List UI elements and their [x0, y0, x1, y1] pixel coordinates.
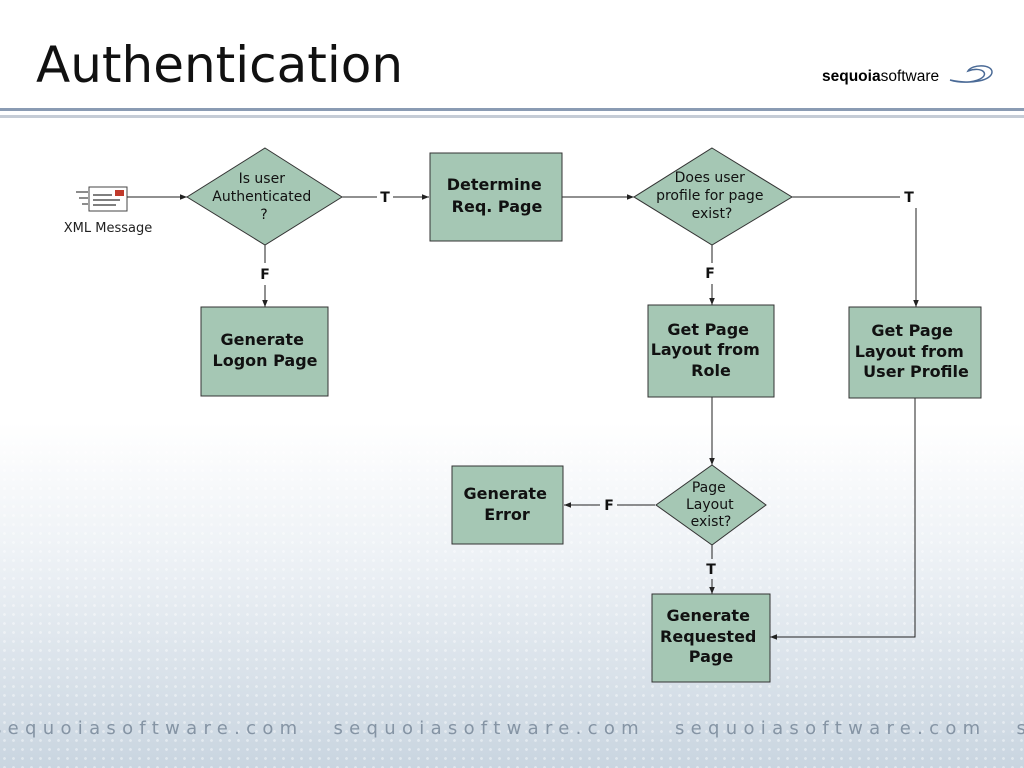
- box-layout-from-role-label: Get Page Layout from Role: [651, 320, 766, 380]
- xml-message-label: XML Message: [64, 221, 152, 236]
- decision-layout-exists-label: Page Layout exist?: [686, 480, 738, 530]
- box-generate-logon: [200, 306, 329, 397]
- decision-profile-exists-label: Does user profile for page exist?: [656, 170, 768, 222]
- box-determine-page: [429, 152, 563, 242]
- decision-layout-exists: [655, 464, 767, 546]
- edge-label-layout-true: T: [706, 562, 716, 578]
- logo-sub-text: software: [881, 68, 940, 85]
- footer-watermark: sequoiasoftware.com sequoiasoftware.com se…: [0, 718, 1024, 748]
- logo-brand-text: sequoia: [822, 68, 881, 85]
- decision-profile-exists: [633, 147, 793, 246]
- box-generate-error-label: Generate Error: [464, 484, 553, 524]
- header-rule: [0, 108, 1024, 111]
- box-layout-from-profile-label: Get Page Layout from User Profile: [855, 321, 970, 381]
- box-determine-page-label: Determine Req. Page: [447, 175, 548, 216]
- box-generate-error: [451, 465, 564, 545]
- edge-label-layout-false: F: [604, 498, 614, 514]
- box-generate-requested-label: Generate Requested Page: [660, 606, 762, 666]
- slide-title: Authentication: [36, 36, 404, 94]
- footer-watermark-text: sequoiasoftware.com: [1017, 718, 1024, 739]
- svg-text:sequoiasoftware: sequoiasoftware: [822, 68, 939, 85]
- box-layout-from-profile: [848, 306, 982, 399]
- footer-watermark-text: sequoiasoftware.com: [675, 718, 987, 739]
- edge-label-auth-false: F: [260, 267, 270, 283]
- box-generate-requested: [651, 593, 771, 683]
- footer-watermark-text: sequoiasoftware.com: [0, 718, 304, 739]
- sequoia-software-logo: sequoiasoftware: [822, 62, 1002, 92]
- edge-label-auth-true: T: [380, 190, 390, 206]
- header-rule-shadow: [0, 115, 1024, 118]
- edge-profile-to-requested: [770, 398, 916, 640]
- decision-authenticated-label: Is user Authenticated ?: [212, 171, 315, 223]
- box-generate-logon-label: Generate Logon Page: [213, 330, 318, 370]
- edge-label-profile-true: T: [904, 190, 914, 206]
- decision-authenticated: [186, 147, 343, 246]
- logo-swoosh-icon: [949, 65, 993, 83]
- edge-label-profile-false: F: [705, 266, 715, 282]
- xml-message-icon: [76, 186, 128, 212]
- box-layout-from-role: [647, 304, 775, 398]
- footer-watermark-text: sequoiasoftware.com: [333, 718, 645, 739]
